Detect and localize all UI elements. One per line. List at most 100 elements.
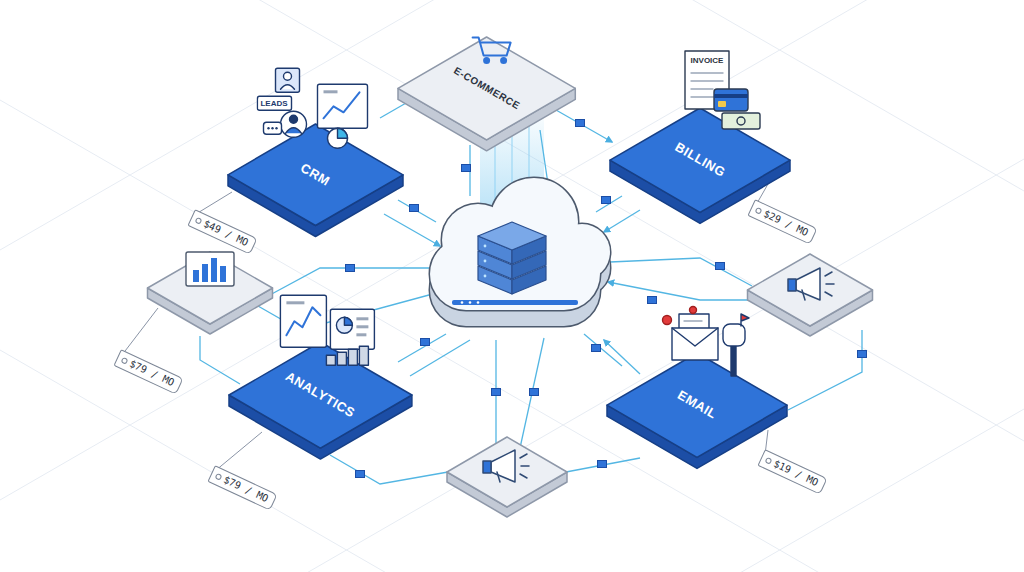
- gray-tiles-part: [447, 437, 567, 507]
- icon-caption: LEADS: [258, 99, 289, 109]
- cart-icon-part: [484, 58, 489, 63]
- billing-icons-part: [691, 80, 723, 81]
- megaphone-icon-part: [497, 472, 500, 482]
- cloud-server-part: [477, 301, 480, 304]
- wires-part: [608, 282, 756, 300]
- wires-part: [584, 334, 622, 366]
- analytics-icons-part: [356, 325, 368, 328]
- service-tile: ANALYTICS: [229, 342, 412, 459]
- price-tag: $49 / MO: [187, 209, 257, 255]
- tag-strings-part: [122, 308, 158, 355]
- wires-part: [604, 340, 640, 374]
- crm-icons-part: [275, 69, 299, 93]
- price-tag: $19 / MO: [757, 449, 827, 495]
- bar-chart-icon-part: [211, 258, 217, 282]
- wires-part: [788, 330, 862, 410]
- email-icons-part: [684, 320, 702, 321]
- megaphone-icon: [483, 450, 529, 482]
- crm-icons: [257, 69, 367, 149]
- data-packets-part: [462, 165, 471, 172]
- analytics-icons-part: [330, 309, 374, 349]
- bar-chart-icon-part: [193, 270, 199, 282]
- analytics-icons-part: [336, 317, 352, 333]
- megaphone-icon-part: [483, 461, 491, 473]
- iso-grid-part: [0, 100, 1024, 572]
- data-packets-part: [492, 389, 501, 396]
- analytics-icons-part: [286, 307, 320, 335]
- tag-hole: [120, 357, 128, 365]
- price-text: $29 / MO: [761, 208, 809, 238]
- analytics-icons-part: [326, 355, 335, 365]
- wires-part: [384, 214, 440, 246]
- price-tag: $79 / MO: [207, 465, 277, 511]
- data-packets-part: [356, 471, 365, 478]
- service-tile: CRM: [228, 124, 403, 237]
- billing-icons-part: [691, 72, 723, 73]
- data-packets-part: [421, 339, 430, 346]
- wires-part: [596, 196, 622, 212]
- tile-top: [398, 37, 575, 140]
- crm-icons-part: [257, 97, 291, 111]
- crm-icons-part: [289, 116, 297, 124]
- analytics-icons-part: [280, 295, 326, 347]
- email-icons-part: [672, 328, 718, 346]
- billing-icons: [685, 51, 760, 129]
- crm-icons-part: [317, 85, 367, 129]
- crm-icons-part: [337, 129, 347, 139]
- crm-icons-part: [285, 128, 301, 134]
- email-icons-part: [663, 315, 672, 324]
- cart-icon-part: [473, 37, 511, 55]
- megaphone-icon-part: [802, 290, 805, 300]
- data-packets-part: [346, 265, 355, 272]
- crm-icons-part: [275, 127, 277, 129]
- analytics-icons-part: [356, 333, 366, 336]
- cloud-server-part-part: [484, 245, 487, 248]
- billing-icons-part: [691, 88, 713, 89]
- wires-part: [540, 130, 548, 184]
- data-packets-part: [648, 297, 657, 304]
- tile-top: [228, 124, 403, 226]
- wires-part: [200, 336, 240, 384]
- wires-part: [268, 268, 432, 296]
- data-packets-part: [530, 389, 539, 396]
- bar-chart-icon-part: [220, 266, 226, 282]
- price-text: $79 / MO: [221, 474, 269, 504]
- billing-icons-part: [714, 89, 748, 111]
- data-packets-part: [598, 461, 607, 468]
- email-icons-part: [731, 346, 736, 376]
- analytics-icons-part: [337, 352, 346, 365]
- tag-hole: [764, 457, 772, 465]
- gray-tiles: [148, 252, 873, 517]
- cloud-server-part: [430, 178, 610, 310]
- wires-part: [410, 340, 470, 376]
- email-icons-part: [741, 314, 749, 326]
- email-icons-part: [672, 328, 718, 360]
- cloud-server-part: [430, 178, 610, 310]
- crm-icons-part: [280, 112, 306, 138]
- icon-caption: INVOICE: [689, 56, 726, 66]
- email-icons-part: [690, 306, 697, 313]
- analytics-icons-part: [359, 346, 368, 365]
- tile-top: [229, 342, 412, 448]
- bar-chart-icon: [186, 252, 234, 286]
- iso-grid-part: [0, 159, 1024, 572]
- tile-top: [610, 108, 790, 212]
- cloud-server-part: [478, 222, 546, 294]
- service-tile-gray: E-COMMERCE: [398, 37, 575, 151]
- billing-icons-part: [722, 113, 760, 129]
- gray-tiles-part: [148, 252, 273, 324]
- tag-strings-part: [196, 192, 232, 214]
- cloud-server-part: [461, 301, 464, 304]
- crm-icons-part: [283, 73, 291, 81]
- analytics-icons-part: [356, 317, 368, 320]
- tile-top: [607, 353, 787, 457]
- crm-icons-part: [327, 129, 347, 149]
- wires-part: [398, 334, 446, 362]
- cart-icon-part: [501, 58, 506, 63]
- crm-icons-part: [323, 93, 359, 119]
- price-text: $19 / MO: [771, 458, 819, 488]
- megaphone-icon-part: [520, 454, 529, 478]
- tag-hole: [214, 473, 222, 481]
